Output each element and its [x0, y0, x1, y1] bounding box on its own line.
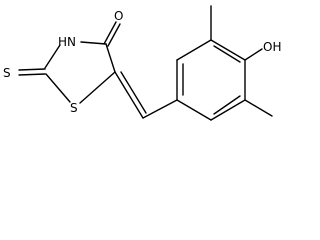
- label-oxygen-carbonyl: O: [114, 9, 123, 23]
- bond-c5-c4: [105, 43, 116, 73]
- bond-s1-c5: [79, 71, 116, 104]
- exocyclic-double-bond: [114, 71, 147, 119]
- label-sulfur-ring: S: [70, 101, 78, 115]
- thione-double-bond: [18, 68, 46, 76]
- thiazolidine-ring: [44, 41, 116, 104]
- chemical-structure: O HN S S OH: [3, 5, 281, 121]
- bond-n3-c2: [44, 44, 61, 69]
- bond-c2-s1: [45, 73, 71, 103]
- bond-c-oh: [244, 48, 263, 61]
- benzene-ring: [176, 39, 246, 121]
- label-sulfur-thione: S: [3, 66, 11, 80]
- carbonyl-double-bond: [103, 21, 121, 47]
- methyl-bottom: [244, 99, 273, 117]
- label-nh: HN: [58, 35, 76, 49]
- bond-c4-n3: [80, 41, 107, 45]
- label-hydroxyl: OH: [263, 40, 281, 54]
- bond-methine-ring: [142, 99, 178, 119]
